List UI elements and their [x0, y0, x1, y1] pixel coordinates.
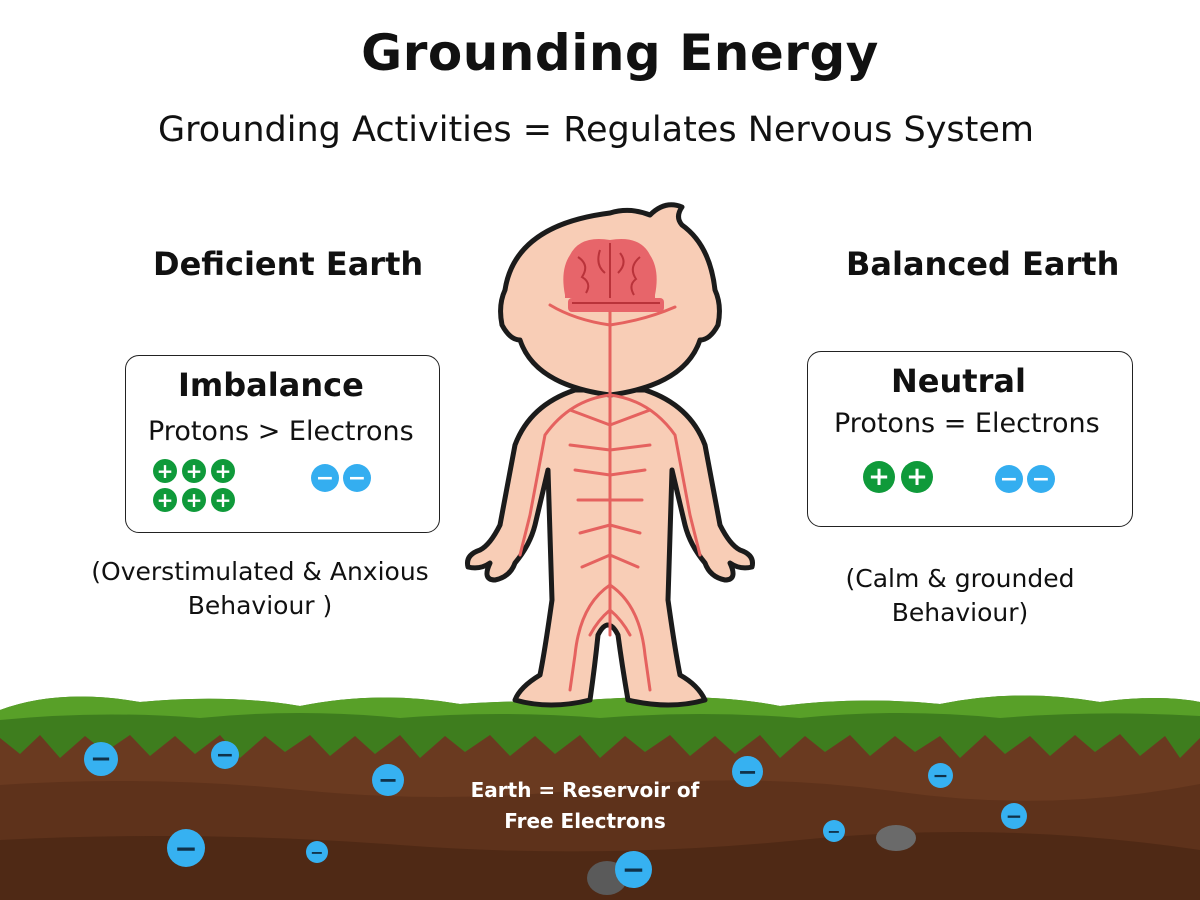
earth-caption: Earth = Reservoir of Free Electrons — [465, 775, 705, 837]
proton-icon: + — [153, 459, 177, 483]
earth-caption-line2: Free Electrons — [504, 809, 666, 833]
neutral-equation: Protons = Electrons — [834, 408, 1100, 439]
deficient-earth-heading: Deficient Earth — [153, 245, 424, 283]
earth-caption-line1: Earth = Reservoir of — [470, 778, 700, 802]
neutral-electrons: − − — [995, 465, 1055, 493]
electron-icon: − — [84, 742, 118, 776]
imbalance-electrons: − − — [311, 464, 371, 492]
electron-icon: − — [928, 763, 953, 788]
proton-icon: + — [863, 461, 895, 493]
imbalance-note-line2: Behaviour ) — [187, 591, 333, 620]
page-subtitle: Grounding Activities = Regulates Nervous… — [158, 110, 1034, 150]
electron-icon: − — [311, 464, 339, 492]
electron-icon: − — [1001, 803, 1027, 829]
proton-icon: + — [211, 459, 235, 483]
imbalance-note: (Overstimulated & Anxious Behaviour ) — [80, 555, 440, 623]
imbalance-note-line1: (Overstimulated & Anxious — [91, 557, 429, 586]
electron-icon: − — [343, 464, 371, 492]
electron-icon: − — [823, 820, 845, 842]
electron-icon: − — [995, 465, 1023, 493]
electron-icon: − — [372, 764, 404, 796]
proton-icon: + — [211, 488, 235, 512]
neutral-title: Neutral — [891, 362, 1026, 400]
proton-icon: + — [153, 488, 177, 512]
nervous-system — [518, 303, 702, 692]
imbalance-box: Imbalance Protons > Electrons + + + + + … — [125, 355, 440, 533]
child-figure-illustration — [465, 202, 755, 708]
earth-ground — [0, 695, 1200, 900]
neutral-protons: + + — [863, 461, 933, 493]
neutral-note: (Calm & grounded Behaviour) — [815, 562, 1105, 630]
electron-icon: − — [211, 741, 239, 769]
page-title: Grounding Energy — [361, 24, 879, 82]
electron-icon: − — [306, 841, 328, 863]
imbalance-title: Imbalance — [178, 366, 364, 404]
proton-icon: + — [182, 459, 206, 483]
neutral-box: Neutral Protons = Electrons + + − − — [807, 351, 1133, 527]
neutral-note-line1: (Calm & grounded — [845, 564, 1075, 593]
proton-icon: + — [182, 488, 206, 512]
imbalance-protons: + + + + + + — [153, 459, 243, 512]
neutral-note-line2: Behaviour) — [891, 598, 1029, 627]
balanced-earth-heading: Balanced Earth — [846, 245, 1120, 283]
electron-icon: − — [615, 851, 652, 888]
electron-icon: − — [732, 756, 763, 787]
imbalance-equation: Protons > Electrons — [148, 416, 414, 447]
stone — [876, 825, 916, 851]
electron-icon: − — [167, 829, 205, 867]
electron-icon: − — [1027, 465, 1055, 493]
proton-icon: + — [901, 461, 933, 493]
